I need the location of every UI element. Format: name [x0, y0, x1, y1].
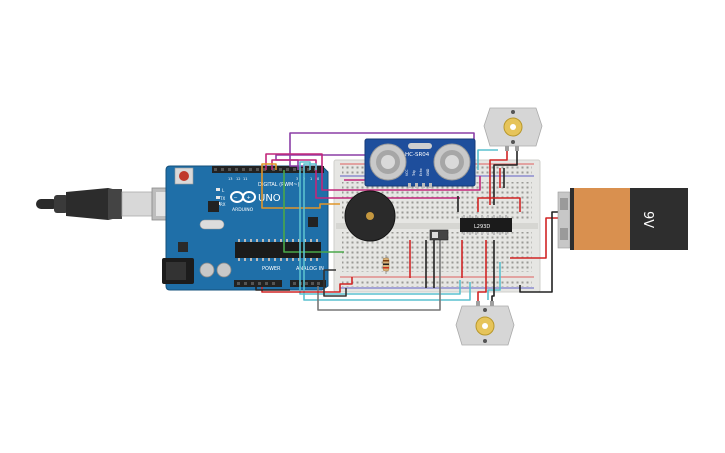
dc-motor-top[interactable] — [483, 107, 543, 151]
svg-text:−: − — [234, 195, 238, 201]
wire-motor-top-red — [489, 150, 508, 205]
dc-motor-bottom[interactable] — [455, 301, 515, 346]
svg-text:0: 0 — [317, 177, 319, 181]
wire-orange — [261, 163, 340, 209]
driver-label: L293D — [474, 224, 490, 230]
analog-label: ANALOG IN — [296, 266, 324, 272]
led-l — [216, 188, 220, 191]
wire-battery-red — [510, 217, 560, 259]
ultrasonic-sensor[interactable]: HC-SR04 VCC Trig Echo GND — [364, 138, 476, 188]
arduino-brand: ARDUINO — [232, 207, 254, 213]
wire-dark-1 — [323, 269, 347, 297]
wire-black-gnd — [255, 287, 290, 291]
slide-switch[interactable] — [429, 229, 449, 241]
l-label: L — [222, 188, 225, 193]
sensor-pin-vcc: VCC — [405, 169, 409, 176]
sensor-crystal — [408, 143, 432, 149]
atmega-chip — [235, 242, 321, 258]
rx-label: RX — [220, 202, 226, 207]
battery-9v[interactable]: 9V — [557, 188, 688, 250]
svg-text:1: 1 — [310, 177, 312, 181]
icsp-header — [308, 217, 318, 227]
wire-cyan-3 — [477, 149, 498, 170]
tx-label: TX — [219, 196, 225, 201]
jumper-red-3 — [477, 197, 521, 212]
svg-text:3: 3 — [296, 177, 298, 181]
svg-text:11: 11 — [243, 177, 247, 181]
sensor-pin-gnd: GND — [426, 168, 430, 176]
svg-text:13: 13 — [228, 177, 232, 181]
capacitor-1 — [199, 262, 215, 278]
digital-header[interactable] — [212, 166, 324, 173]
power-label: POWER — [262, 266, 281, 272]
wire-gray — [317, 240, 441, 311]
capacitor-2 — [216, 262, 232, 278]
wire-motor-bottom-red — [477, 240, 487, 304]
wire-cyan-2 — [303, 163, 471, 301]
battery-label-band — [574, 188, 630, 250]
wire-battery-black — [519, 211, 560, 293]
arduino-logo: − + — [230, 191, 256, 203]
battery-label: 9V — [640, 211, 655, 228]
sensor-pin-trig: Trig — [412, 170, 416, 177]
usb-chip — [208, 201, 219, 212]
sensor-pin-echo: Echo — [419, 168, 423, 176]
digital-label: DIGITAL (PWM~) — [258, 182, 300, 188]
uno-label: UNO — [258, 193, 281, 204]
motor-driver-chip[interactable]: L293D — [460, 215, 512, 235]
crystal — [199, 219, 225, 230]
wire-motor-top-black — [493, 150, 518, 205]
reset-button-cap[interactable] — [179, 171, 189, 181]
sensor-label: HC-SR04 — [405, 152, 430, 158]
svg-text:+: + — [247, 195, 251, 201]
piezo-buzzer[interactable] — [344, 190, 396, 242]
led-tx — [216, 196, 220, 199]
wire-red-power — [261, 277, 353, 293]
wire-magenta — [265, 153, 481, 191]
svg-text:12: 12 — [236, 177, 240, 181]
wire-green — [283, 170, 344, 253]
voltage-regulator — [178, 242, 188, 252]
resistor[interactable] — [382, 255, 390, 274]
wire-motor-bottom-black — [491, 240, 495, 304]
